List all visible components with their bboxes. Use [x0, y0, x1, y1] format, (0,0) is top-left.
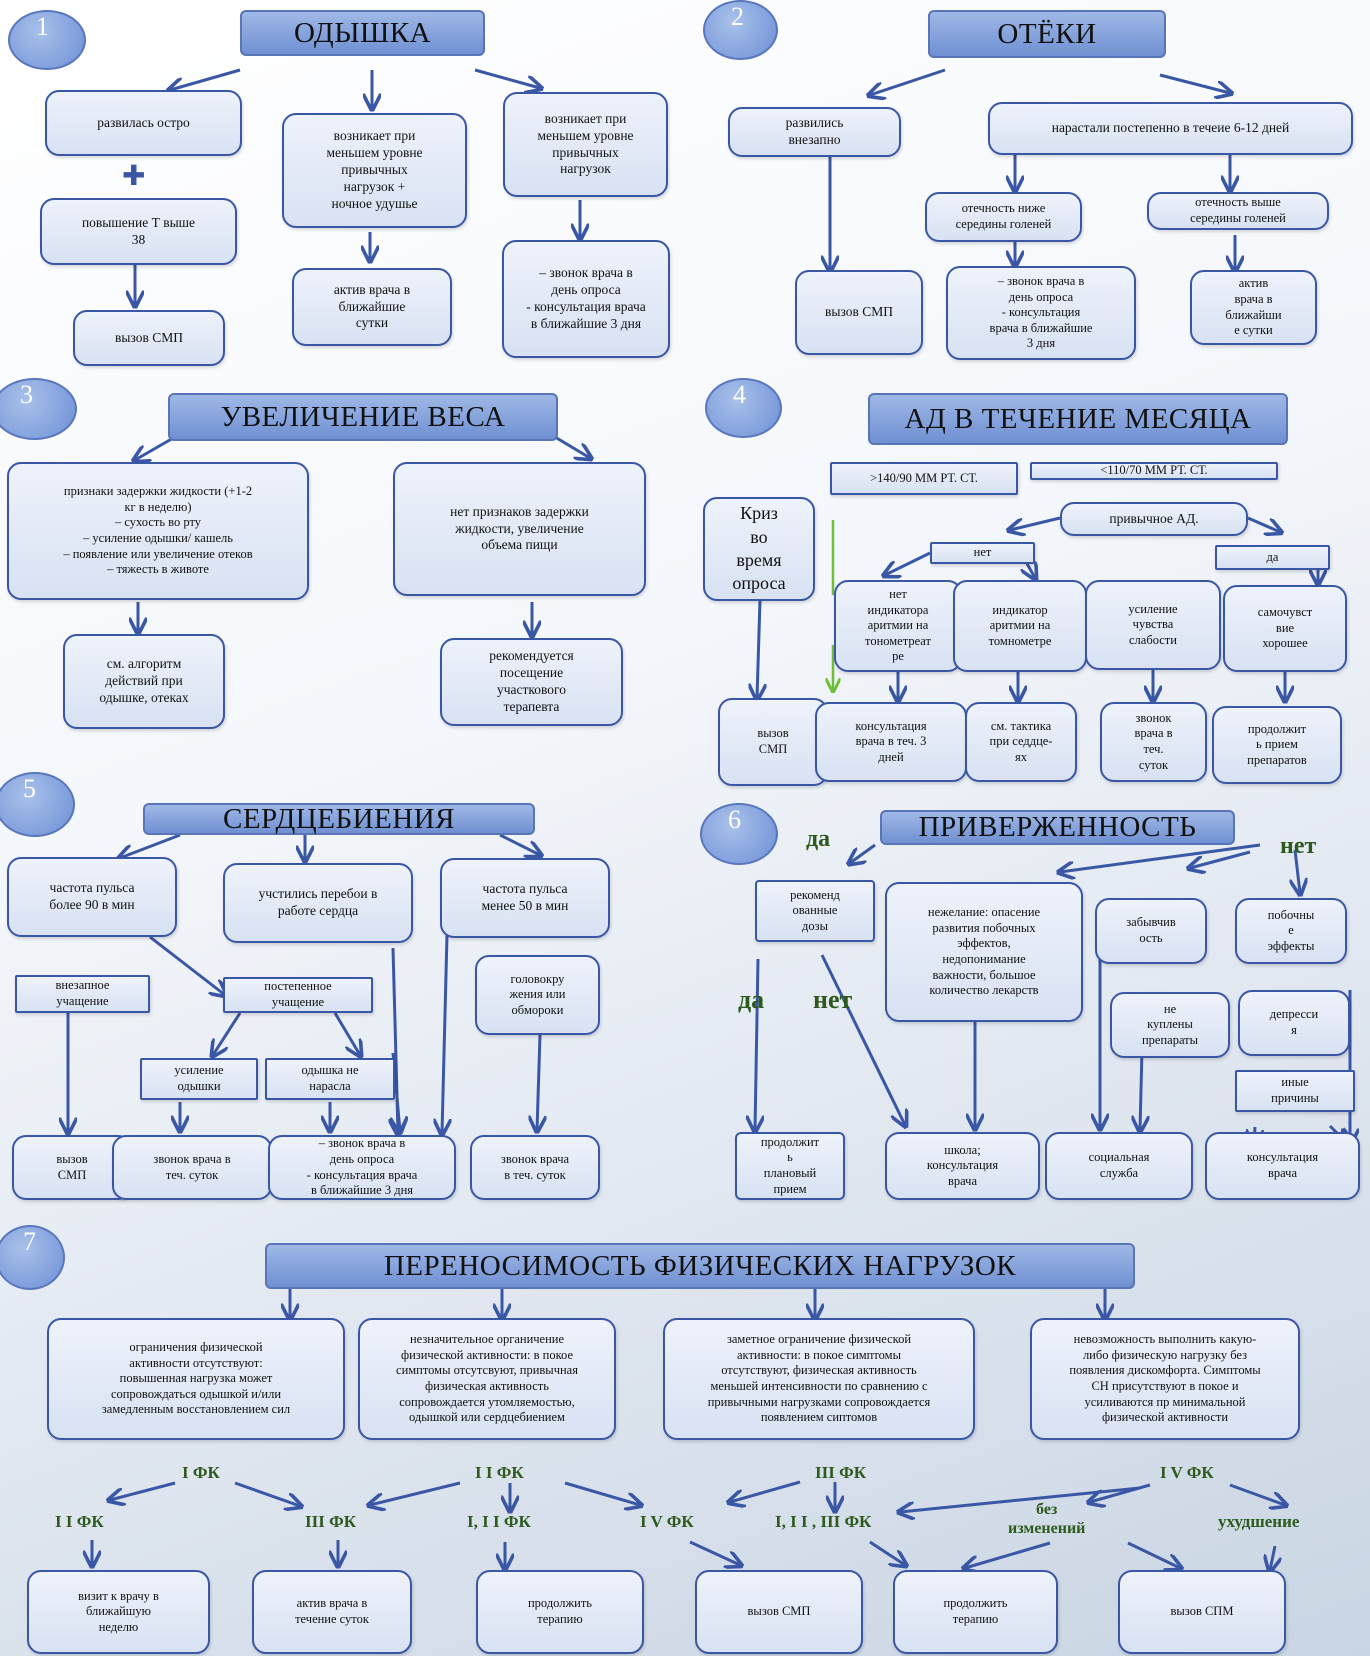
fc3-description-box: заметное ограничение физической активнос… — [663, 1318, 975, 1440]
section-7-number: 7 — [0, 1225, 65, 1290]
section-6-title: ПРИВЕРЖЕННОСТЬ — [880, 810, 1235, 845]
active-24h-box: актив врача в течение суток — [252, 1570, 412, 1654]
section-6-number: 6 — [700, 803, 778, 865]
night-dyspnea-box: возникает при меньшем уровне привычных н… — [282, 113, 467, 228]
plus-icon: ✚ — [122, 161, 146, 192]
call-smp-box: вызов СМП — [73, 310, 225, 366]
section-5-title: СЕРДЦЕБИЕНИЯ — [143, 803, 535, 835]
no-label-box: нет — [930, 542, 1035, 564]
fc1-label: I ФК — [182, 1463, 220, 1482]
bp-call-day-box: звонок врача в теч. суток — [1100, 702, 1207, 782]
fc2-description-box: незначительное органичение физической ак… — [358, 1318, 616, 1440]
pulse-high-box: частота пульса более 90 в мин — [7, 857, 177, 937]
not-bought-box: не куплены препараты — [1110, 992, 1230, 1058]
no-fluid-signs-box: нет признаков задержки жидкости, увеличе… — [393, 462, 646, 596]
sudden-edema-box: развились внезапно — [728, 107, 901, 157]
visit-week-box: визит к врачу в ближайшую неделю — [27, 1570, 210, 1654]
dyspnea-up-box: усиление одышки — [140, 1058, 258, 1100]
palp-call-day-box: звонок врача в теч. суток — [112, 1135, 272, 1200]
usual-bp-box: привычное АД. — [1060, 502, 1248, 536]
school-consult-box: школа; консультация врача — [885, 1132, 1040, 1200]
wellbeing-box: самочувст вие хорошее — [1223, 585, 1347, 672]
consult-3days-box: консультация врача в теч. 3 дней — [815, 702, 967, 782]
section-4-number: 4 — [705, 378, 782, 438]
bp-call-smp-box: вызов СМП — [718, 698, 828, 786]
other-reasons-box: иные причины — [1235, 1070, 1355, 1112]
fc3-label: III ФК — [815, 1463, 867, 1482]
continue-therapy-1-box: продолжить терапию — [476, 1570, 644, 1654]
palp-call-consult-box: – звонок врача в день опроса - консульта… — [268, 1135, 456, 1200]
section-7-title: ПЕРЕНОСИМОСТЬ ФИЗИЧЕСКИХ НАГРУЗОК — [265, 1243, 1135, 1289]
no-label-bottom: нет — [813, 985, 853, 1014]
result-i-iii-label: I, I I ФК — [467, 1512, 531, 1531]
active-day-box: актив врача в ближайшие сутки — [292, 268, 452, 346]
yes-label-top: да — [806, 826, 831, 852]
edema-call-smp-box: вызов СМП — [795, 270, 923, 355]
result-i-ii-iii-label: I, I I , III ФК — [775, 1512, 872, 1531]
pulse-low-box: частота пульса менее 50 в мин — [440, 858, 610, 938]
sudden-tachy-box: внезапное учащение — [15, 975, 150, 1013]
fluid-signs-box: признаки задержки жидкости (+1-2 кг в не… — [7, 462, 309, 600]
interruptions-box: учстились перебои в работе сердца — [223, 863, 413, 943]
section-1-title: ОДЫШКА — [240, 10, 485, 56]
acute-onset-box: развилась остро — [45, 90, 242, 156]
edema-above-box: отечность выше середины голеней — [1147, 192, 1329, 230]
indicator-box: индикатор аритмии на томнометре — [953, 580, 1087, 672]
worse-label: ухудшение — [1218, 1512, 1300, 1531]
forgetful-box: забывчив ость — [1095, 898, 1207, 964]
fc1-description-box: ограничения физической активности отсутс… — [47, 1318, 345, 1440]
section-5-number: 5 — [0, 772, 75, 837]
see-algorithm-box: см. алгоритм действий при одышке, отеках — [63, 634, 225, 729]
continue-meds-box: продолжит ь прием препаратов — [1212, 706, 1342, 784]
crisis-box: Криз во время опроса — [703, 497, 815, 601]
edema-below-box: отечность ниже середины голеней — [925, 192, 1082, 242]
result-ii-label: I I ФК — [55, 1512, 104, 1531]
section-2-title: ОТЁКИ — [928, 10, 1166, 58]
call-consult-box: – звонок врача в день опроса - консульта… — [502, 240, 670, 358]
yes-label-box: да — [1215, 545, 1330, 570]
palp-call-day2-box: звонок врача в теч. суток — [470, 1135, 600, 1200]
dizziness-box: головокру жения или обмороки — [475, 955, 600, 1035]
edema-call-consult-box: – звонок врача в день опроса - консульта… — [946, 266, 1136, 360]
no-label-top: нет — [1280, 833, 1317, 859]
bp-low-box: <110/70 ММ РТ. СТ. — [1030, 462, 1278, 480]
gradual-edema-box: нарастали постепенно в течеие 6-12 дней — [988, 102, 1353, 155]
dyspnea-no-box: одышка не нарасла — [265, 1058, 395, 1100]
recommend-therapist-box: рекомендуется посещение участкового тера… — [440, 638, 623, 726]
doctor-consult-box: консультация врача — [1205, 1132, 1360, 1200]
weakness-box: усиление чувства слабости — [1085, 580, 1221, 670]
see-tactic-box: см. тактика при седдце- ях — [965, 702, 1077, 782]
side-effects-box: побочны е эффекты — [1235, 898, 1347, 964]
fc-call-smp-box: вызов СМП — [695, 1570, 863, 1654]
lower-load-box: возникает при меньшем уровне привычных н… — [503, 92, 668, 197]
social-service-box: социальная служба — [1045, 1132, 1193, 1200]
section-1-number: 1 — [8, 10, 86, 70]
yes-label-bottom: да — [738, 985, 765, 1014]
call-spm-box: вызов СПМ — [1118, 1570, 1286, 1654]
bp-high-box: >140/90 ММ РТ. СТ. — [830, 462, 1018, 495]
section-3-title: УВЕЛИЧЕНИЕ ВЕСА — [168, 393, 558, 441]
gradual-tachy-box: постепенное учащение — [223, 977, 373, 1013]
recommended-doses-box: рекоменд ованные дозы — [755, 880, 875, 942]
section-4-title: АД В ТЕЧЕНИЕ МЕСЯЦА — [868, 393, 1288, 445]
continue-plan-box: продолжит ь плановый прием — [735, 1132, 845, 1200]
fc4-description-box: невозможность выполнить какую- либо физи… — [1030, 1318, 1300, 1440]
fever-box: повышение Т выше 38 — [40, 198, 237, 265]
section-2-number: 2 — [703, 0, 778, 60]
no-change-label: без изменений — [1008, 1501, 1086, 1538]
section-3-number: 3 — [0, 378, 77, 440]
result-iii-label: III ФК — [305, 1512, 357, 1531]
fc2-label: I I ФК — [475, 1463, 524, 1482]
fc4-label: I V ФК — [1160, 1463, 1214, 1482]
result-iv-label: I V ФК — [640, 1512, 694, 1531]
no-indicator-box: нет индикатора аритмии на тонометреат ре — [834, 580, 962, 672]
continue-therapy-2-box: продолжить терапию — [893, 1570, 1058, 1654]
unwilling-box: нежелание: опасение развития побочных эф… — [885, 882, 1083, 1022]
edema-active-box: актив врача в ближайши е сутки — [1190, 270, 1317, 345]
depression-box: депресси я — [1238, 990, 1350, 1056]
